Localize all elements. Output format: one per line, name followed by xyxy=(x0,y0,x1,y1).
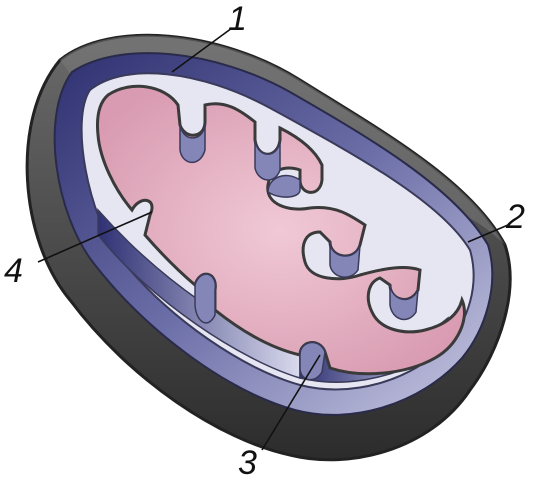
crista-fold-6 xyxy=(195,274,215,323)
label-1: 1 xyxy=(228,2,247,36)
label-3: 3 xyxy=(238,446,257,480)
label-4: 4 xyxy=(4,254,23,288)
label-2: 2 xyxy=(506,200,525,234)
crista-fold-7 xyxy=(300,343,325,380)
